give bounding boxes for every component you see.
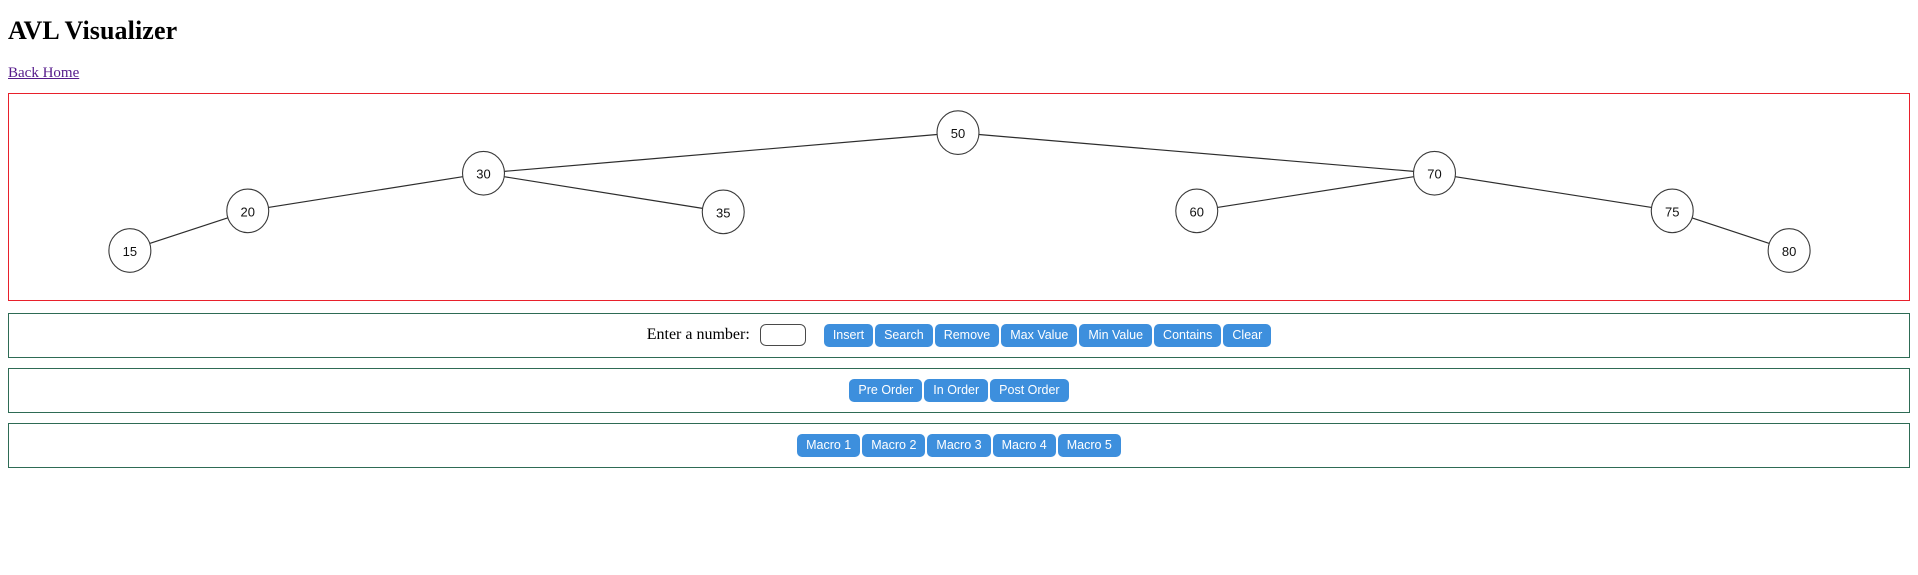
op-remove-button[interactable]: Remove: [934, 323, 1000, 347]
op-contains-button[interactable]: Contains: [1154, 323, 1222, 347]
tree-node-circle: [1650, 188, 1694, 233]
tree-node[interactable]: 70: [1412, 150, 1457, 196]
tree-node[interactable]: 50: [936, 109, 980, 155]
tree-node-circle: [701, 189, 745, 234]
macro-macro-2-button[interactable]: Macro 2: [862, 433, 926, 457]
tree-node-label: 30: [476, 166, 490, 181]
tree-visualization-panel: 50 30 70 20 35 60 75 15 80: [8, 92, 1910, 301]
op-search-button[interactable]: Search: [875, 323, 933, 347]
tree-node[interactable]: 15: [108, 227, 152, 273]
tree-node-circle: [1412, 150, 1457, 196]
tree-node-circle: [1175, 188, 1219, 233]
macro-macro-1-button[interactable]: Macro 1: [797, 433, 861, 457]
tree-node-circle: [936, 109, 980, 155]
tree-node-label: 70: [1427, 166, 1441, 181]
tree-node[interactable]: 80: [1767, 227, 1811, 273]
op-insert-button[interactable]: Insert: [823, 323, 874, 347]
macro-macro-4-button[interactable]: Macro 4: [992, 433, 1056, 457]
avl-visualizer-page: AVL Visualizer Back Home 50 30 70 20 35 60 75 1…: [0, 16, 1918, 575]
tree-node-label: 75: [1665, 204, 1679, 219]
tree-node-circle: [1767, 227, 1811, 273]
op-max-value-button[interactable]: Max Value: [1001, 323, 1078, 347]
tree-edge: [504, 175, 703, 209]
tree-edge: [978, 133, 1414, 172]
number-input-label: Enter a number:: [646, 326, 750, 344]
tree-node-label: 80: [1782, 244, 1796, 259]
macro-macro-5-button[interactable]: Macro 5: [1057, 433, 1121, 457]
tree-edge: [504, 133, 938, 172]
tree-edge: [1691, 216, 1770, 244]
traversal-post-order-button[interactable]: Post Order: [990, 378, 1069, 402]
tree-node-label: 20: [241, 204, 255, 219]
tree-node-label: 50: [951, 126, 965, 141]
tree-edge: [1217, 175, 1414, 208]
tree-edge: [268, 175, 463, 208]
number-input[interactable]: [759, 324, 806, 347]
tree-node-label: 15: [123, 244, 137, 259]
tree-node-group: 50 30 70 20 35 60 75 15 80: [108, 109, 1811, 273]
tree-node-circle: [461, 150, 506, 196]
tree-node-label: 60: [1190, 204, 1204, 219]
tree-node[interactable]: 20: [226, 188, 270, 233]
macro-macro-3-button[interactable]: Macro 3: [927, 433, 991, 457]
tree-node[interactable]: 60: [1175, 188, 1219, 233]
traversal-pre-order-button[interactable]: Pre Order: [849, 378, 923, 402]
page-title: AVL Visualizer: [8, 16, 178, 45]
tree-node[interactable]: 30: [461, 150, 506, 196]
tree-node-circle: [108, 227, 152, 273]
avl-tree-svg: 50 30 70 20 35 60 75 15 80: [108, 109, 1811, 273]
back-home-link[interactable]: Back Home: [8, 64, 80, 81]
tree-node-circle: [226, 188, 270, 233]
tree-node-label: 35: [716, 205, 730, 220]
tree-edge-group: [149, 133, 1770, 244]
op-min-value-button[interactable]: Min Value: [1079, 323, 1153, 347]
tree-node[interactable]: 35: [701, 189, 745, 234]
op-clear-button[interactable]: Clear: [1223, 323, 1272, 347]
tree-edge: [1455, 175, 1652, 208]
tree-edge: [149, 216, 229, 244]
traversal-in-order-button[interactable]: In Order: [924, 378, 989, 402]
tree-node[interactable]: 75: [1650, 188, 1694, 233]
